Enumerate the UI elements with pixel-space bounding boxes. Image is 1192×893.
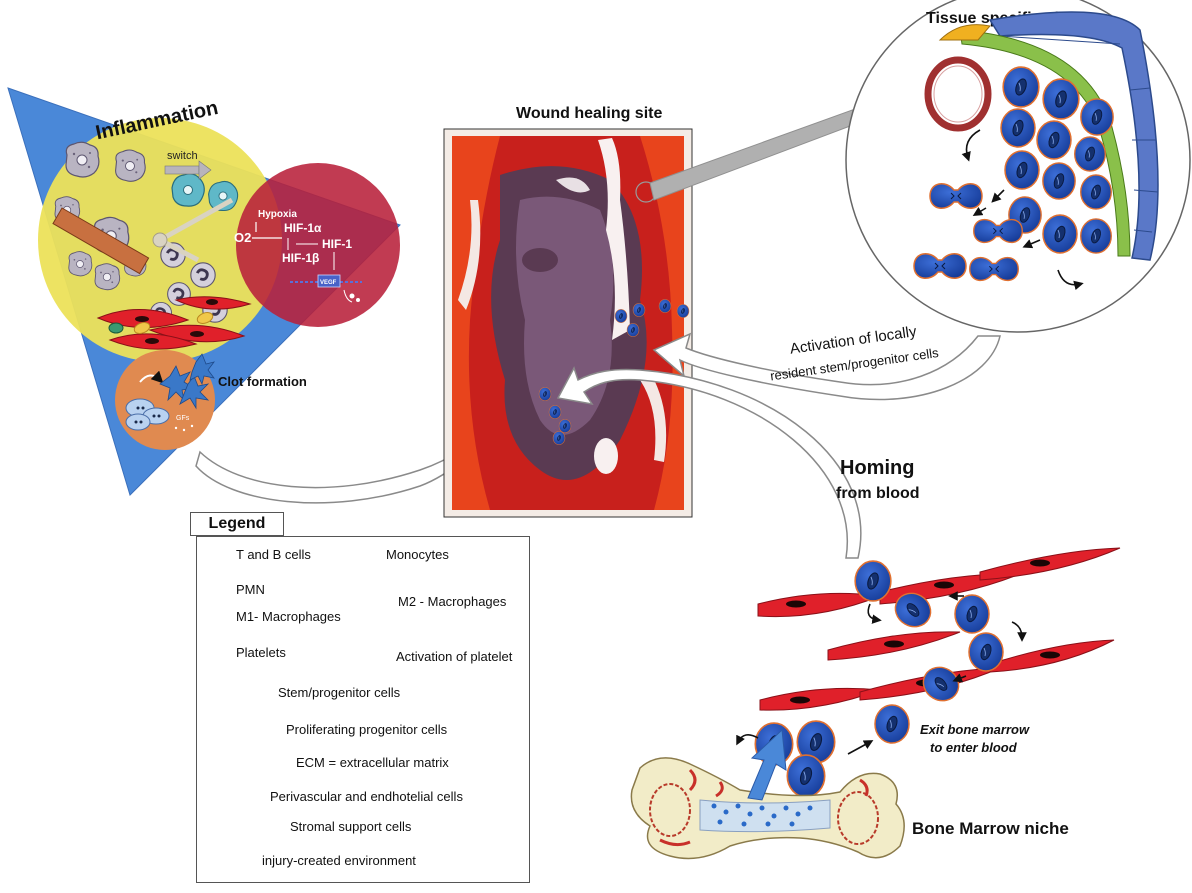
m1-macrophage-icon [94,263,121,291]
stem-cell-icon [1042,162,1076,200]
bone-marrow-panel: Exit bone marrow to enter blood Bone Mar… [630,547,1121,860]
blood-vessel-cells [757,547,1121,711]
hypoxia-label: Hypoxia [258,209,297,220]
stem-cell-icon [558,419,572,433]
inflammation-panel: switch Hypoxia O2 HIF-1α HIF-1 HIF-1 [7,87,401,496]
stromal-cells-icon [988,11,1159,261]
stem-cell-icon [968,632,1004,672]
homing-arrow [556,366,862,559]
t-b-cell-icon [108,322,124,334]
stem-cell-icon [1004,150,1040,190]
stem-cell-icon [874,704,910,744]
pmn-icon [189,261,217,289]
legend-label-proliferating: Proliferating progenitor cells [286,722,448,737]
hif1-label: HIF-1 [322,237,352,251]
m1-macrophage-icon [68,251,93,277]
monocyte-icon [196,312,214,324]
gfs-label: GFs [176,415,190,422]
bone-icon [630,757,905,860]
switch-arrow-head [198,160,212,180]
stem-cell-icon [1036,120,1072,160]
platelet-group [125,398,170,431]
clot-formation-title: Clot formation [218,374,307,389]
perivascular-vessel-icon [924,56,992,132]
vegf-label: VEGF [320,280,337,286]
stem-cell-icon [1079,174,1113,210]
ecm-icon [959,29,1131,257]
switch-arrow [164,165,200,175]
legend-label-injury: injury-created environment [262,853,416,868]
stem-cell-icon [1079,218,1113,254]
m1-macrophage-icon [65,141,100,178]
legend-label-stem: Stem/progenitor cells [278,685,401,700]
exit-marrow-arrow [747,728,787,801]
legend-label-stromal: Stromal support cells [290,819,412,834]
stem-cell-icon [1002,66,1040,108]
stem-cell-icon [658,299,672,313]
stem-cell-icon [916,660,966,708]
stem-cell-icon [1000,108,1036,148]
legend-label-ecm: ECM = extracellular matrix [296,755,449,770]
bone-marrow-niche-title: Bone Marrow niche [912,819,1069,838]
wound-site-title: Wound healing site [516,105,662,122]
activated-platelets [159,353,215,410]
clock-hand [158,197,234,243]
clock-center [152,232,168,248]
legend-label-pmn: PMN [236,582,265,597]
stem-cell-icon [676,304,690,318]
from-blood-label: from blood [836,485,920,502]
stem-cell-icon [632,303,646,317]
hif1b-label: HIF-1β [282,251,319,265]
vegf-box [317,274,341,288]
stem-cell-icon [854,560,892,602]
stem-cell-icon [1042,78,1080,120]
stem-cell-icon [538,387,552,401]
stem-cell-icon [1080,98,1114,136]
hypoxia-zone [236,163,400,327]
monocyte-icon [133,322,151,334]
ecm-fiber-tip [938,24,991,41]
wound-healing-panel: Wound healing site [443,105,693,518]
stem-cell-icon [548,405,562,419]
stem-cell-icon [786,754,826,798]
stem-cell-icon [626,323,640,337]
exit-label-line2: to enter blood [930,740,1018,755]
legend-label-platelets: Platelets [236,645,286,660]
homing-label: Homing [840,457,914,479]
exit-label-line1: Exit bone marrow [920,722,1030,737]
stem-cell-icon [614,309,628,323]
activation-arrow [652,332,1001,401]
ecm-fiber [52,207,150,275]
legend-title: Legend [190,512,284,536]
stem-cell-icon [954,594,990,634]
legend-label-t-b-cells: T and B cells [236,547,311,562]
legend-label-perivascular: Perivascular and endhotelial cells [270,789,463,804]
stem-cell-icon [1042,214,1078,254]
clot-arrow [139,370,164,384]
legend-label-platelet-activation: Activation of platelet [396,649,513,664]
stem-cell-icon [552,431,566,445]
o2-label: O2 [234,230,251,245]
m1-macrophage-icon [115,149,146,182]
legend-label-monocytes: Monocytes [386,547,449,562]
stem-cell-icon [1073,136,1107,172]
legend-label-m2: M2 - Macrophages [398,594,507,609]
legend-label-m1: M1- Macrophages [236,609,341,624]
hif1a-label: HIF-1α [284,221,322,235]
switch-label: switch [167,150,198,162]
histology-image [452,136,684,510]
legend-panel [196,536,530,883]
spindle-cells [96,296,252,350]
tissue-niche-panel: Tissue specific niche [845,0,1191,333]
